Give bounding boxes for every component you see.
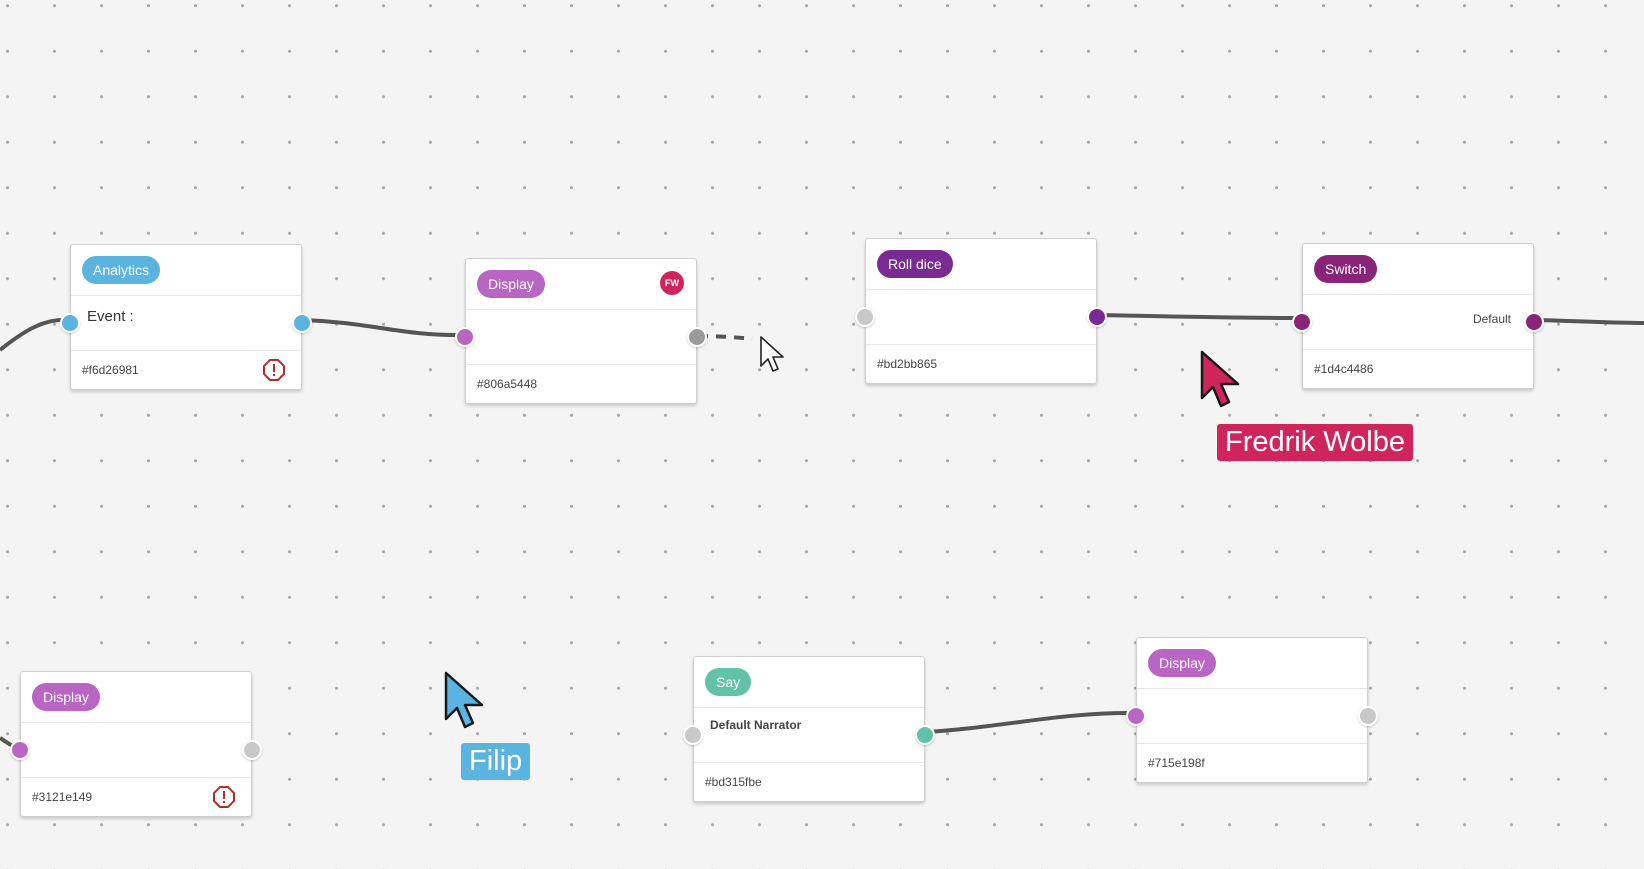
- node-footer: #f6d26981: [71, 351, 301, 389]
- node-header: Analytics: [71, 245, 301, 296]
- wire-analytics-display: [301, 318, 466, 338]
- narrator-label: Default Narrator: [710, 718, 802, 732]
- input-port[interactable]: [683, 725, 703, 745]
- node-id: #1d4c4486: [1314, 362, 1374, 376]
- node-header: Switch: [1303, 244, 1533, 295]
- node-display-1[interactable]: Display FW #806a5448: [455, 258, 707, 404]
- node-header: Display: [1137, 638, 1367, 689]
- output-port[interactable]: [242, 740, 262, 760]
- input-port[interactable]: [855, 307, 875, 327]
- input-port[interactable]: [60, 313, 80, 333]
- node-id: #bd315fbe: [705, 775, 762, 789]
- node-body: Default: [1292, 295, 1544, 350]
- node-body: [1126, 689, 1378, 744]
- warning-icon[interactable]: [263, 359, 285, 381]
- fredrik-name-tag: Fredrik Wolbe: [1217, 424, 1413, 461]
- output-port[interactable]: [1524, 312, 1544, 332]
- output-port[interactable]: [687, 327, 707, 347]
- node-analytics[interactable]: Analytics Event : #f6d26981: [60, 244, 312, 390]
- wire-roll-switch: [1096, 313, 1303, 320]
- event-field-label: Event :: [87, 308, 134, 325]
- node-footer: #bd315fbe: [694, 763, 924, 801]
- output-port[interactable]: [1087, 307, 1107, 327]
- input-port[interactable]: [1292, 312, 1312, 332]
- node-header: Display FW: [466, 259, 696, 310]
- node-type-tag: Say: [705, 668, 752, 696]
- node-footer: #1d4c4486: [1303, 350, 1533, 388]
- pointer-cursor-icon: [760, 336, 784, 372]
- node-type-tag: Display: [477, 270, 545, 298]
- output-port[interactable]: [1358, 706, 1378, 726]
- node-header: Say: [694, 657, 924, 708]
- node-id: #806a5448: [477, 377, 538, 391]
- wire-say-display3: [924, 710, 1137, 734]
- node-header: Roll dice: [866, 239, 1096, 290]
- node-say[interactable]: Say Default Narrator #bd315fbe: [683, 656, 935, 802]
- filip-name-tag: Filip: [461, 743, 531, 780]
- node-id: #bd2bb865: [877, 357, 938, 371]
- node-body: Event :: [60, 296, 312, 351]
- node-body: [855, 290, 1107, 345]
- input-port[interactable]: [10, 740, 30, 760]
- node-type-tag: Analytics: [82, 256, 161, 284]
- node-display-3[interactable]: Display #715e198f: [1126, 637, 1378, 783]
- fredrik-cursor-icon: [1200, 350, 1240, 408]
- output-port[interactable]: [292, 313, 312, 333]
- warning-icon[interactable]: [213, 786, 235, 808]
- node-footer: #bd2bb865: [866, 345, 1096, 383]
- node-footer: #715e198f: [1137, 744, 1367, 782]
- node-display-2[interactable]: Display #3121e149: [10, 671, 262, 817]
- node-id: #715e198f: [1148, 756, 1205, 770]
- filip-cursor-icon: [444, 671, 484, 729]
- output-port[interactable]: [915, 725, 935, 745]
- default-output-label: Default: [1472, 312, 1511, 326]
- node-id: #f6d26981: [82, 363, 139, 377]
- node-body: Default Narrator: [683, 708, 935, 763]
- node-body: [10, 723, 262, 778]
- node-type-tag: Display: [1148, 649, 1216, 677]
- input-port[interactable]: [1126, 706, 1146, 726]
- node-footer: #3121e149: [21, 778, 251, 816]
- node-type-tag: Display: [32, 683, 100, 711]
- node-type-tag: Switch: [1314, 255, 1378, 283]
- node-body: [455, 310, 707, 365]
- node-footer: #806a5448: [466, 365, 696, 403]
- wire-switch-out: [1533, 318, 1644, 325]
- node-id: #3121e149: [32, 790, 93, 804]
- node-type-tag: Roll dice: [877, 250, 953, 278]
- user-avatar-badge: FW: [660, 271, 684, 295]
- input-port[interactable]: [455, 327, 475, 347]
- node-switch[interactable]: Switch Default #1d4c4486: [1292, 243, 1544, 389]
- node-header: Display: [21, 672, 251, 723]
- node-roll-dice[interactable]: Roll dice #bd2bb865: [855, 238, 1107, 384]
